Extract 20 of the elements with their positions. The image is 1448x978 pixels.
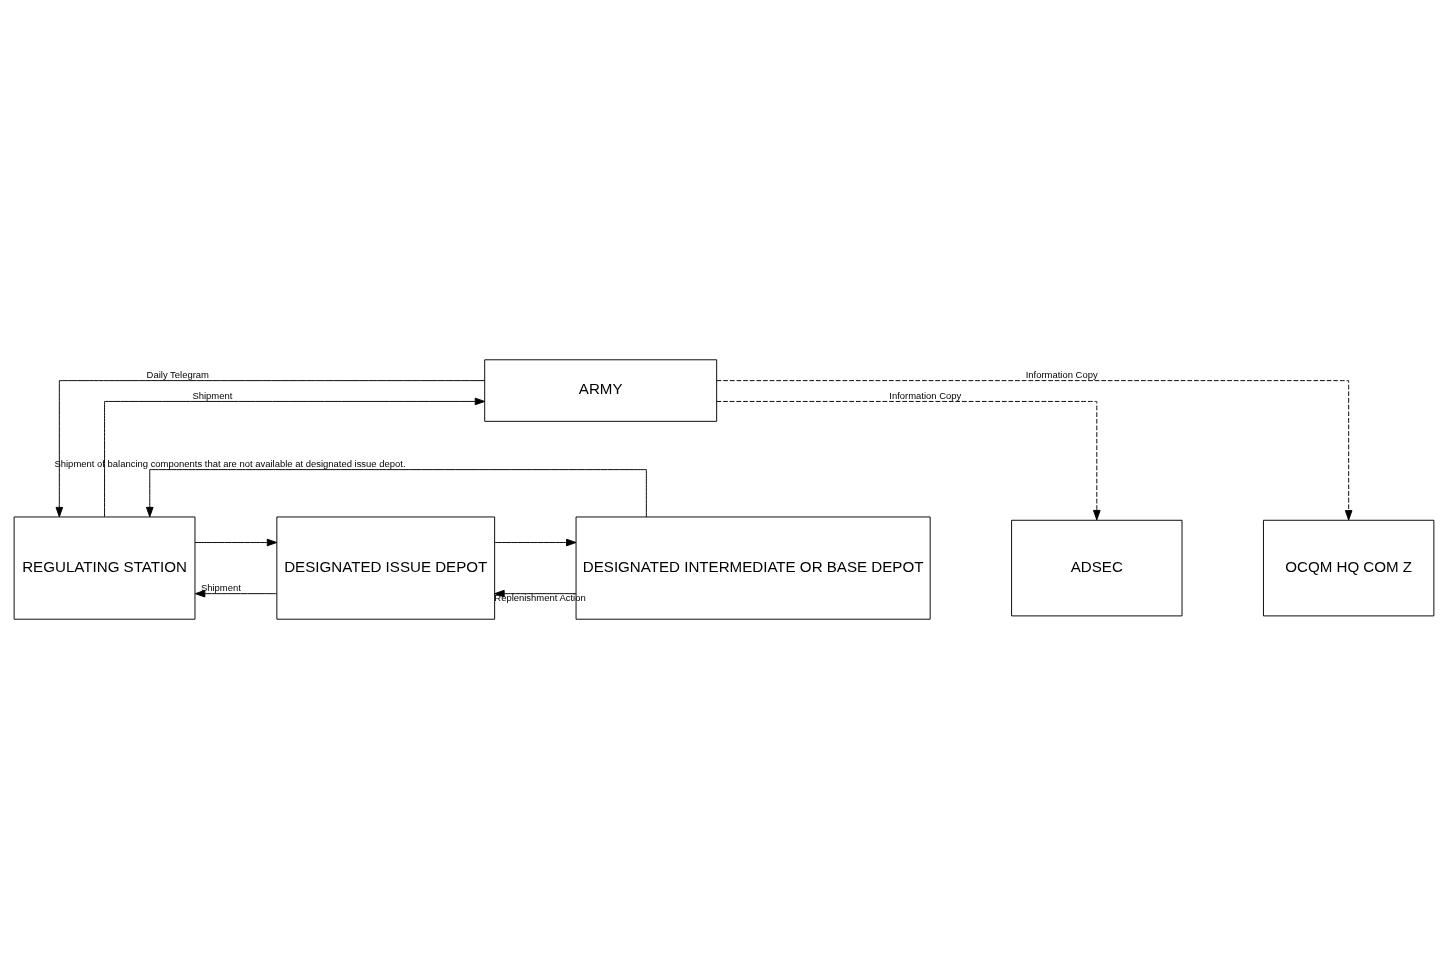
arrow [194,589,278,597]
node-box: ADSEC [1011,519,1183,616]
edge-label: Replenishment Action [494,591,586,603]
arrow [494,538,577,546]
arrow [104,397,486,517]
arrow [194,538,278,546]
node-box: DESIGNATED ISSUE DEPOT [276,516,496,620]
node-box: REGULATING STATION [13,516,196,620]
edge-label: Daily Telegram [146,368,209,380]
edge-label: Shipment [192,389,233,401]
node-box: OCQM HQ COM Z [1262,519,1435,616]
edge-label: Information Copy [1025,368,1098,380]
node-box: ARMY [484,358,718,422]
arrow [145,468,647,517]
edge-label: Information Copy [889,389,962,401]
edge-label: Shipment [200,581,241,593]
arrow [716,379,1353,521]
arrow [716,400,1101,520]
arrow [494,589,577,597]
arrow [55,379,486,517]
